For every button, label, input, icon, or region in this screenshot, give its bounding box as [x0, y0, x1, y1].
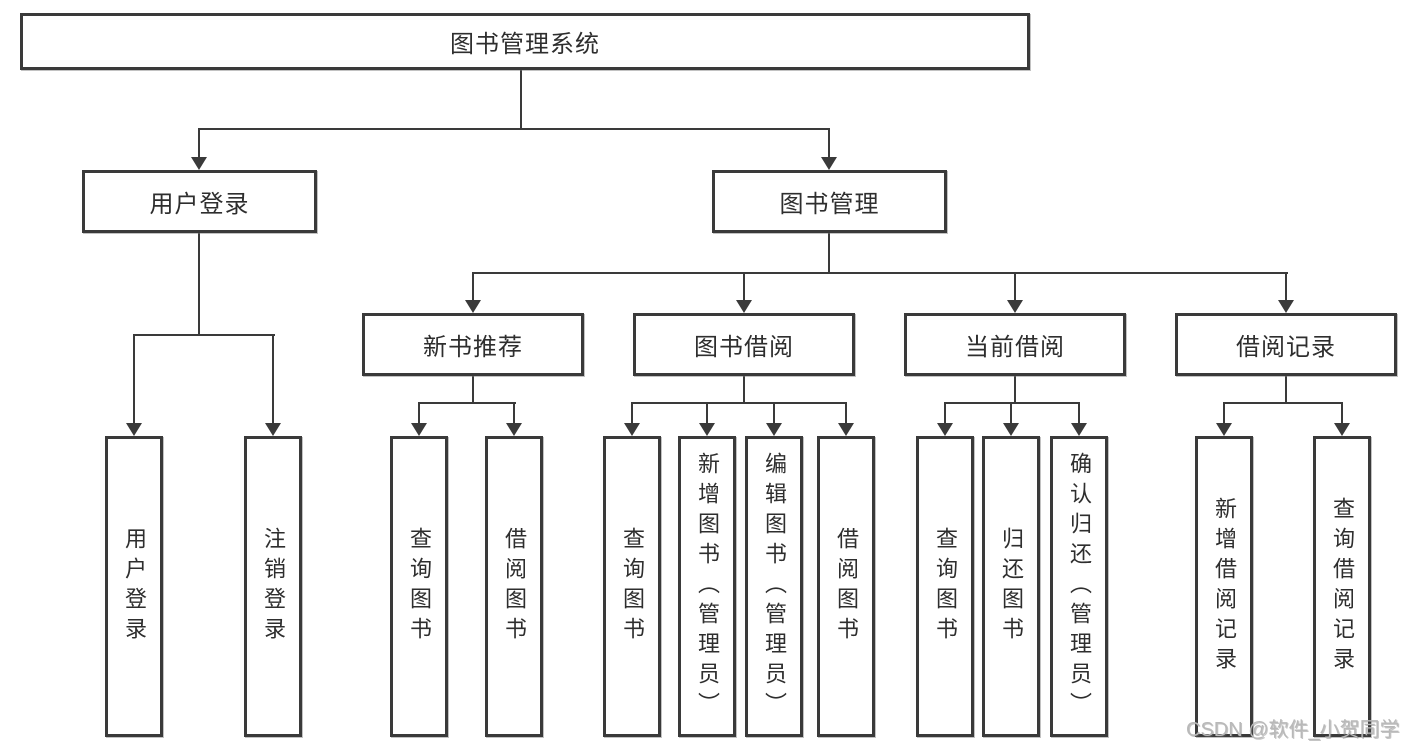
- connector-line: [773, 402, 775, 424]
- arrow-down-icon: [821, 157, 837, 170]
- leaf-confirm-return-admin: 确认归还（管理员）: [1050, 436, 1108, 737]
- leaf-query-book-current: 查询图书: [916, 436, 974, 737]
- connector-line: [743, 272, 745, 301]
- leaf-borrow-book: 借阅图书: [817, 436, 875, 737]
- connector-line: [198, 128, 200, 159]
- arrow-down-icon: [411, 423, 427, 436]
- connector-line: [198, 128, 830, 130]
- leaf-borrow-book-recommend: 借阅图书: [485, 436, 543, 737]
- arrow-down-icon: [624, 423, 640, 436]
- arrow-down-icon: [1003, 423, 1019, 436]
- leaf-add-book-admin: 新增图书（管理员）: [678, 436, 736, 737]
- node-label: 借阅记录: [1236, 334, 1336, 361]
- arrow-down-icon: [1007, 300, 1023, 313]
- connector-line: [828, 128, 830, 159]
- leaf-label: 归还图书: [999, 526, 1024, 647]
- connector-line: [513, 402, 515, 424]
- arrow-down-icon: [265, 423, 281, 436]
- arrow-down-icon: [191, 157, 207, 170]
- arrow-down-icon: [465, 300, 481, 313]
- connector-line: [944, 402, 946, 424]
- connector-line: [631, 402, 633, 424]
- arrow-down-icon: [766, 423, 782, 436]
- connector-line: [198, 233, 200, 336]
- leaf-label: 注销登录: [261, 526, 286, 647]
- connector-line: [418, 402, 420, 424]
- connector-line: [845, 402, 847, 424]
- leaf-label: 编辑图书（管理员）: [762, 451, 787, 722]
- leaf-label: 确认归还（管理员）: [1067, 451, 1092, 722]
- connector-line: [828, 233, 830, 274]
- node-borrow-record: 借阅记录: [1175, 313, 1397, 376]
- arrow-down-icon: [506, 423, 522, 436]
- arrow-down-icon: [1216, 423, 1232, 436]
- connector-line: [944, 402, 1080, 404]
- leaf-edit-book-admin: 编辑图书（管理员）: [745, 436, 803, 737]
- connector-line: [1223, 402, 1225, 424]
- leaf-label: 查询图书: [407, 526, 432, 647]
- connector-line: [133, 334, 135, 424]
- node-user-login: 用户登录: [82, 170, 317, 233]
- arrow-down-icon: [699, 423, 715, 436]
- leaf-label: 用户登录: [122, 526, 147, 647]
- connector-line: [631, 402, 847, 404]
- arrow-down-icon: [937, 423, 953, 436]
- connector-line: [1014, 272, 1016, 301]
- leaf-query-book-recommend: 查询图书: [390, 436, 448, 737]
- leaf-label: 查询图书: [933, 526, 958, 647]
- arrow-down-icon: [1278, 300, 1294, 313]
- connector-line: [133, 334, 275, 336]
- arrow-down-icon: [736, 300, 752, 313]
- node-current-borrow: 当前借阅: [904, 313, 1126, 376]
- node-new-book-recommend: 新书推荐: [362, 313, 584, 376]
- connector-line: [520, 70, 522, 130]
- leaf-label: 查询图书: [620, 526, 645, 647]
- connector-line: [1341, 402, 1343, 424]
- connector-line: [1078, 402, 1080, 424]
- node-label: 图书管理: [779, 191, 880, 218]
- leaf-user-login: 用户登录: [105, 436, 163, 737]
- arrow-down-icon: [838, 423, 854, 436]
- leaf-label: 借阅图书: [502, 526, 527, 647]
- connector-line: [706, 402, 708, 424]
- connector-line: [472, 376, 474, 404]
- arrow-down-icon: [126, 423, 142, 436]
- connector-line: [1010, 402, 1012, 424]
- node-label: 图书借阅: [694, 334, 794, 361]
- arrow-down-icon: [1071, 423, 1087, 436]
- connector-line: [1285, 272, 1287, 301]
- node-root-system: 图书管理系统: [20, 13, 1030, 70]
- leaf-query-book-borrow: 查询图书: [603, 436, 661, 737]
- arrow-down-icon: [1334, 423, 1350, 436]
- node-label: 图书管理系统: [450, 31, 600, 58]
- leaf-label: 新增借阅记录: [1212, 496, 1237, 677]
- connector-line: [272, 334, 274, 424]
- leaf-label: 借阅图书: [834, 526, 859, 647]
- node-label: 当前借阅: [965, 334, 1065, 361]
- leaf-return-book: 归还图书: [982, 436, 1040, 737]
- connector-line: [418, 402, 516, 404]
- node-label: 用户登录: [149, 191, 250, 218]
- node-book-management: 图书管理: [712, 170, 947, 233]
- connector-line: [472, 272, 474, 301]
- leaf-label: 查询借阅记录: [1330, 496, 1355, 677]
- connector-line: [472, 272, 1288, 274]
- node-label: 新书推荐: [423, 334, 523, 361]
- connector-line: [1223, 402, 1343, 404]
- leaf-add-borrow-record: 新增借阅记录: [1195, 436, 1253, 737]
- leaf-logout: 注销登录: [244, 436, 302, 737]
- node-book-borrow: 图书借阅: [633, 313, 855, 376]
- leaf-query-borrow-record: 查询借阅记录: [1313, 436, 1371, 737]
- leaf-label: 新增图书（管理员）: [695, 451, 720, 722]
- connector-line: [1014, 376, 1016, 404]
- connector-line: [1285, 376, 1287, 404]
- csdn-watermark: CSDN @软件_小贺同学: [1186, 719, 1400, 741]
- connector-line: [743, 376, 745, 404]
